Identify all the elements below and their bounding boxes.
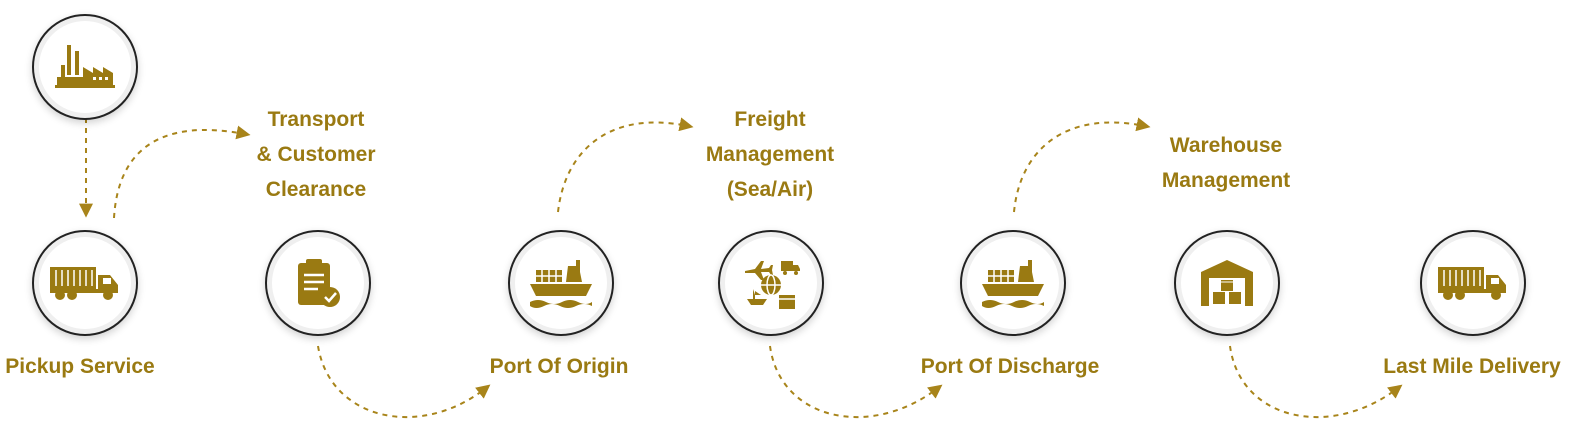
label-origin: Port Of Origin <box>489 355 629 378</box>
truck-icon <box>50 267 118 300</box>
label-discharge: Port Of Discharge <box>920 355 1100 378</box>
label-transport-line-1: Transport <box>267 108 365 131</box>
node-origin <box>508 230 614 336</box>
label-freight-line-3: (Sea/Air) <box>726 178 814 201</box>
label-delivery: Last Mile Delivery <box>1383 355 1561 378</box>
node-transport <box>265 230 371 336</box>
node-discharge <box>960 230 1066 336</box>
label-warehouse: Warehouse Management <box>1136 128 1316 198</box>
global-freight-icon <box>745 261 800 309</box>
label-warehouse-line-1: Warehouse <box>1169 134 1283 157</box>
clipboard-check-icon <box>298 259 340 307</box>
label-freight: Freight Management (Sea/Air) <box>680 102 860 207</box>
truck-icon <box>1438 267 1506 300</box>
connector-discharge-warehouse <box>1013 117 1151 213</box>
label-transport-line-3: Clearance <box>265 178 367 201</box>
cargo-ship-icon <box>982 260 1044 308</box>
warehouse-icon <box>1201 260 1253 306</box>
label-transport-line-2: & Customer <box>256 143 376 166</box>
label-warehouse-line-2: Management <box>1161 169 1291 192</box>
small-truck-icon <box>781 261 800 271</box>
label-pickup: Pickup Service <box>5 355 155 378</box>
box-icon <box>779 295 795 309</box>
node-warehouse <box>1174 230 1280 336</box>
connector-freight-discharge <box>769 345 943 419</box>
label-freight-line-1: Freight <box>734 108 806 131</box>
node-delivery <box>1420 230 1526 336</box>
connector-transport-origin <box>317 345 491 419</box>
label-freight-line-2: Management <box>705 143 835 166</box>
connector-origin-freight <box>557 117 694 213</box>
cargo-ship-icon <box>530 260 592 308</box>
node-pickup <box>32 230 138 336</box>
connector-warehouse-delivery <box>1229 345 1403 419</box>
connector-pickup-transport <box>113 125 251 219</box>
boat-icon <box>747 289 767 305</box>
node-factory <box>32 14 138 120</box>
node-freight <box>718 230 824 336</box>
label-transport: Transport & Customer Clearance <box>230 102 402 207</box>
plane-icon <box>745 261 773 280</box>
factory-icon <box>55 45 115 88</box>
